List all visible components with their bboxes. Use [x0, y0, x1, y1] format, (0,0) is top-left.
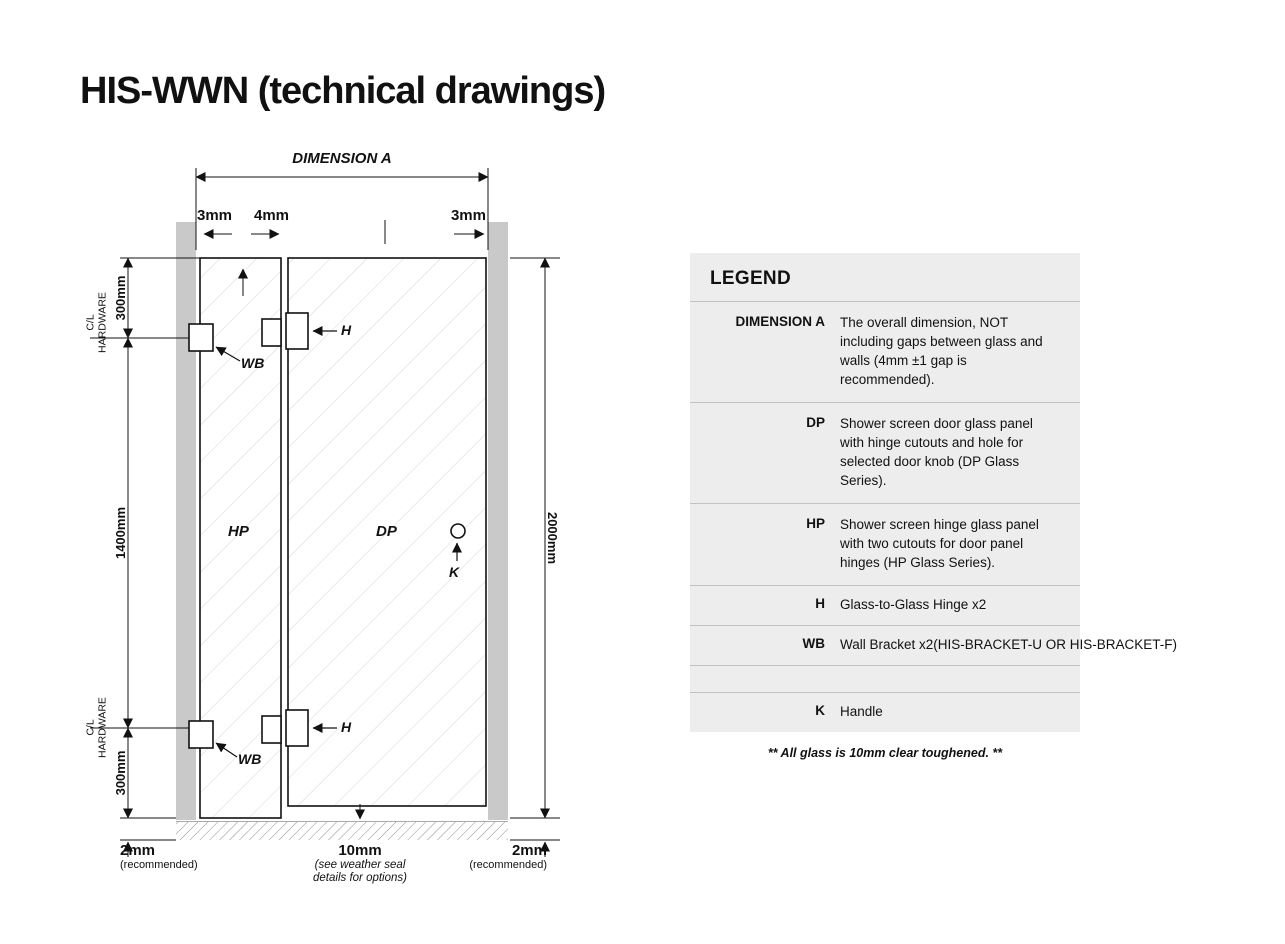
floor-gap-door-value: 10mm — [338, 842, 382, 859]
legend-desc-hp: Shower screen hinge glass panel with two… — [840, 517, 1039, 570]
hinge-bottom-hp-side — [261, 715, 282, 744]
leader-arrows — [215, 326, 462, 758]
page-title: HIS-WWN (technical drawings) — [80, 70, 606, 112]
legend-row-dp: DP Shower screen door glass panel with h… — [690, 402, 1080, 503]
centerline-label-line1: C/L — [84, 719, 97, 736]
height-top-label: 300mm — [113, 275, 128, 321]
floor-gap-left: 2mm (recommended) — [120, 842, 198, 872]
hinge-top-hp-side — [261, 318, 282, 347]
floor-gap-door-note1: (see weather seal — [314, 859, 406, 871]
hinge-top-dp-side — [285, 312, 309, 350]
floor-gap-left-value: 2mm — [120, 842, 156, 859]
legend-panel: LEGEND DIMENSION A The overall dimension… — [690, 253, 1177, 732]
hinge-bottom-dp-side — [285, 709, 309, 747]
legend-desc-dimension-a: The overall dimension, NOT including gap… — [840, 315, 1043, 387]
handle-label: K — [449, 564, 460, 580]
overall-height-label: 2000mm — [545, 511, 560, 565]
legend-row-h: H Glass-to-Glass Hinge x2 — [690, 585, 1080, 625]
right-wall — [488, 222, 508, 820]
gap-middle-label: 4mm — [254, 207, 290, 224]
centerline-label-line2: HARDWARE — [96, 292, 108, 353]
legend-term-dimension-a: DIMENSION A — [735, 314, 825, 329]
legend-heading: LEGEND — [710, 268, 791, 289]
floor-gap-left-note: (recommended) — [120, 859, 198, 871]
walls — [176, 222, 508, 820]
legend-term-wb: WB — [802, 636, 826, 651]
centerline-label-line1: C/L — [84, 314, 97, 331]
legend-desc-k: Handle — [840, 704, 883, 719]
legend-desc-wb: Wall Bracket x2(HIS-BRACKET-U OR HIS-BRA… — [840, 637, 1178, 652]
legend-term-dp: DP — [806, 415, 825, 430]
legend-desc-h: Glass-to-Glass Hinge x2 — [840, 597, 987, 612]
centerline-hardware-top-label: C/L HARDWARE — [84, 278, 109, 368]
height-middle-label: 1400mm — [113, 506, 128, 560]
floor-gap-right: 2mm (recommended) — [455, 842, 547, 872]
legend-row-k: K Handle — [690, 692, 1080, 732]
wall-bracket-bottom-label: WB — [238, 751, 262, 767]
legend-footnote: ** All glass is 10mm clear toughened. ** — [767, 746, 1003, 760]
handle-hole — [450, 523, 466, 539]
hinge-top-label: H — [341, 322, 352, 338]
centerline-label-line2: HARDWARE — [96, 697, 108, 758]
floor-gap-door-note2: details for options) — [313, 872, 407, 884]
wall-bracket-top — [188, 323, 214, 352]
hinge-panel-label: HP — [228, 523, 249, 540]
legend-row-dimension-a: DIMENSION A The overall dimension, NOT i… — [690, 301, 1080, 402]
floor-hatch — [176, 822, 508, 840]
door-panel-label: DP — [376, 523, 397, 540]
floor-gap-right-note: (recommended) — [469, 859, 547, 871]
technical-drawing — [90, 168, 560, 857]
dimension-a-label: DIMENSION A — [292, 150, 392, 167]
legend-row-empty — [690, 665, 1080, 692]
legend: LEGEND DIMENSION A The overall dimension… — [690, 253, 1177, 760]
gap-right-label: 3mm — [450, 207, 486, 224]
floor-gap-right-value: 2mm — [511, 842, 547, 859]
height-bottom-label: 300mm — [113, 750, 128, 796]
dimension-lines — [90, 168, 560, 857]
gap-left-label: 3mm — [197, 207, 233, 224]
left-wall — [176, 222, 196, 820]
floor-gap-door: 10mm (see weather seal details for optio… — [285, 842, 435, 885]
legend-desc-dp: Shower screen door glass panel with hing… — [840, 416, 1033, 488]
hardware — [188, 312, 466, 749]
legend-term-k: K — [815, 703, 825, 718]
legend-term-h: H — [815, 596, 825, 611]
legend-row-wb: WB Wall Bracket x2(HIS-BRACKET-U OR HIS-… — [690, 625, 1177, 665]
legend-row-hp: HP Shower screen hinge glass panel with … — [690, 503, 1080, 585]
wall-bracket-bottom — [188, 720, 214, 749]
centerline-hardware-bottom-label: C/L HARDWARE — [84, 683, 109, 773]
wall-bracket-top-label: WB — [241, 355, 265, 371]
legend-term-hp: HP — [806, 516, 825, 531]
hinge-bottom-label: H — [341, 719, 352, 735]
